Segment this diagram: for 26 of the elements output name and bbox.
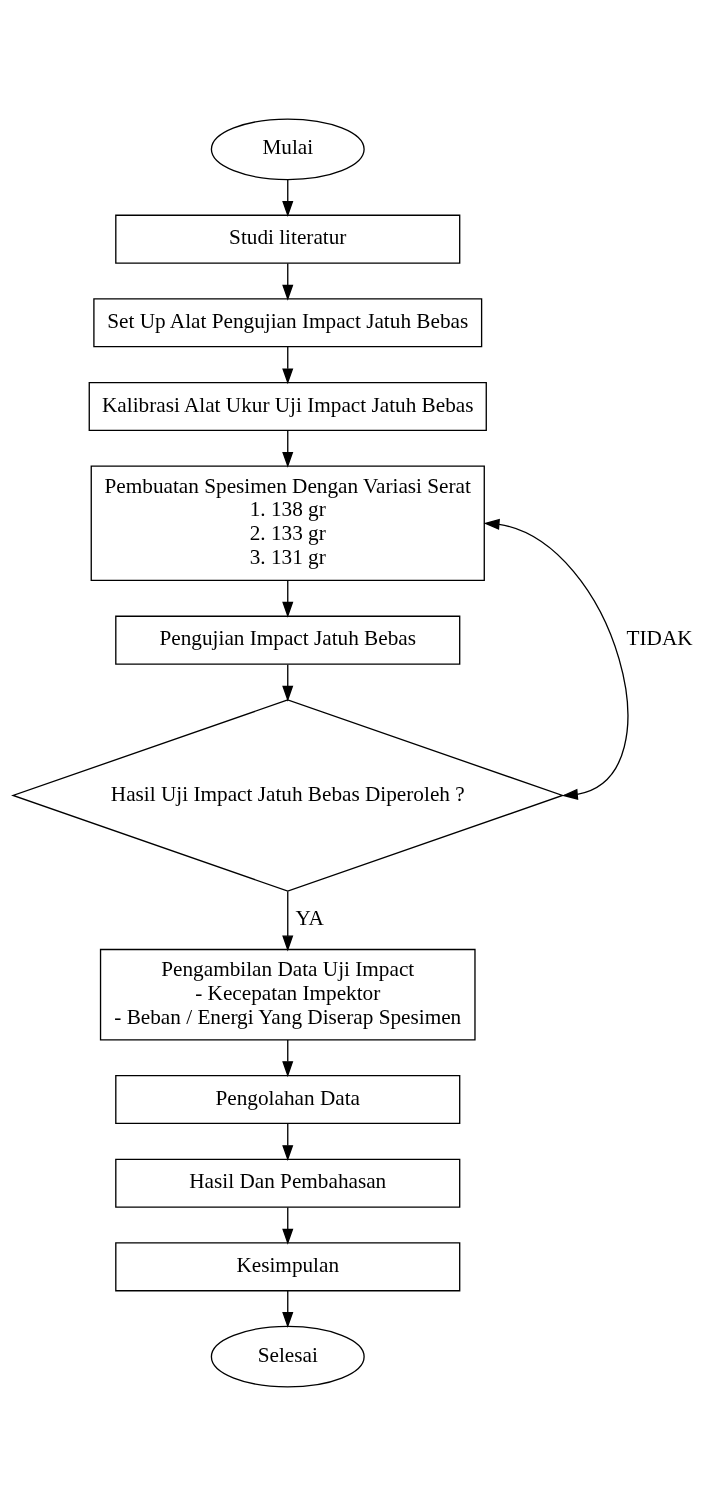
node-box: Studi literatur xyxy=(115,214,461,264)
arrow xyxy=(282,262,294,301)
arrow xyxy=(282,664,294,702)
arrow xyxy=(282,430,294,468)
arrow xyxy=(282,1290,294,1329)
arrow xyxy=(483,518,629,800)
edge-label: YA xyxy=(295,906,323,931)
arrow xyxy=(282,1206,294,1245)
node-box: Pembuatan Spesimen Dengan Variasi Serat 1. 138 gr 2. 133 gr 3. 131 gr xyxy=(90,465,485,582)
arrow xyxy=(282,580,294,618)
node-box: Hasil Dan Pembahasan xyxy=(115,1158,461,1208)
arrow xyxy=(282,1039,294,1078)
node-box: Set Up Alat Pengujian Impact Jatuh Bebas xyxy=(93,298,483,348)
node-box: Kalibrasi Alat Ukur Uji Impact Jatuh Bebas xyxy=(88,381,487,432)
node-box: Pengujian Impact Jatuh Bebas xyxy=(115,615,461,665)
node-box: Pengambilan Data Uji Impact - Kecepatan Impektor - Beban / Energi Yang Diserap Spesimen xyxy=(99,948,476,1041)
node-ellipse: Mulai xyxy=(210,118,365,181)
edge-label: TIDAK xyxy=(626,626,693,651)
node-ellipse: Selesai xyxy=(210,1325,365,1388)
node-diamond: Hasil Uji Impact Jatuh Bebas Diperoleh ? xyxy=(11,699,565,892)
node-box: Pengolahan Data xyxy=(115,1075,461,1125)
arrow xyxy=(282,1123,294,1162)
arrow xyxy=(282,890,294,952)
arrow xyxy=(282,346,294,385)
arrow xyxy=(282,179,294,217)
node-box: Kesimpulan xyxy=(115,1242,461,1292)
